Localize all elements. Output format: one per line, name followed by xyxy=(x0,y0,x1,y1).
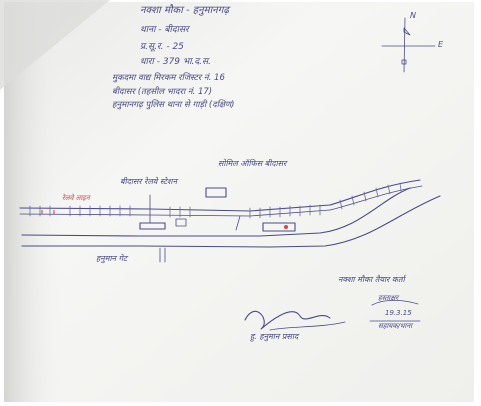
bus-stand-label: हनुमान गेट xyxy=(96,254,128,263)
header-line-2: थाना - बीदासर xyxy=(140,25,189,35)
railway-label: रेलवे लाइन xyxy=(62,194,90,202)
prepared-by-label: नक्शा मौका तैयार कर्ता xyxy=(338,275,405,284)
signature-right-post: सहायक/थाना xyxy=(378,322,413,330)
railway-ties xyxy=(29,204,321,219)
header-line-3: प्र.सू.र. - 25 xyxy=(140,42,184,52)
compass-icon xyxy=(381,17,436,73)
signature-left xyxy=(244,311,346,331)
header-line-7: हनुमानगढ़ पुलिस थाना से गाड़ी (दक्षिण) xyxy=(112,100,235,110)
office-label: सोमिल ऑफिस बीदासर xyxy=(218,159,287,168)
station-label: बीदासर रेलवे स्टेशन xyxy=(120,177,177,186)
left-red-marks xyxy=(41,210,55,214)
signature-right-top: हस्ताक्षर xyxy=(378,294,399,302)
compass-east-label: E xyxy=(438,40,444,49)
signature-left-name: हु. हनुमान प्रसाद xyxy=(250,332,299,341)
railway-line xyxy=(19,179,423,219)
header-line-4: धारा - 379 भा.द.स. xyxy=(140,57,211,67)
compass-north-label: N xyxy=(410,11,416,20)
signature-right xyxy=(369,299,421,322)
header-line-1: नक्शा मौका - हनुमानगढ़ xyxy=(140,5,229,16)
station-building xyxy=(139,194,187,230)
office-building xyxy=(205,187,296,232)
signature-right-date: 19.3.15 xyxy=(385,309,412,317)
header-line-6: बीदासर (तहसील भादरा नं. 17) xyxy=(112,87,213,97)
road xyxy=(21,187,441,248)
path-marker xyxy=(159,215,241,263)
header-line-5: मुकदमा वाद्य मिरकम रजिस्टर नं. 16 xyxy=(112,73,225,83)
